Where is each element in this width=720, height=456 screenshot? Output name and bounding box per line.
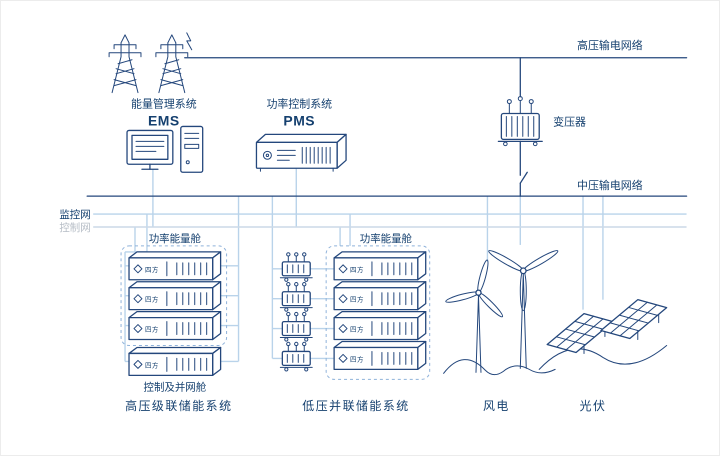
container-brand: 四方 bbox=[145, 325, 159, 334]
pms-abbr: PMS bbox=[283, 112, 315, 128]
transformer-feeder-line bbox=[519, 57, 528, 197]
storage-container bbox=[128, 281, 222, 311]
container-brand: 四方 bbox=[350, 295, 364, 304]
container-brand: 四方 bbox=[350, 325, 364, 334]
transformer-label: 变压器 bbox=[553, 114, 586, 128]
lv-storage-containers: 四方 四方 四方 四方 bbox=[279, 251, 427, 372]
unit-transformer-icon bbox=[279, 281, 313, 312]
storage-container bbox=[333, 251, 427, 281]
hv-network-label: 高压输电网络 bbox=[577, 38, 643, 52]
control-grid-cabin-label: 控制及并网舱 bbox=[144, 380, 207, 393]
connector-lines bbox=[124, 168, 604, 363]
wind-label: 风电 bbox=[483, 399, 510, 413]
storage-container bbox=[128, 346, 222, 376]
container-brand: 四方 bbox=[145, 295, 159, 304]
pv-label: 光伏 bbox=[580, 399, 607, 413]
transformer-icon bbox=[497, 96, 543, 147]
control-net-label: 控制网 bbox=[59, 221, 90, 234]
wind-turbine-icon bbox=[443, 250, 559, 376]
ems-abbr: EMS bbox=[148, 112, 180, 128]
monitor-net-label: 监控网 bbox=[59, 208, 90, 221]
storage-container bbox=[333, 340, 427, 371]
container-brand: 四方 bbox=[350, 265, 364, 274]
wind-ground-line bbox=[443, 359, 556, 376]
hv-storage-containers: 四方 四方 四方 四方 bbox=[128, 251, 222, 376]
pv-ground-line bbox=[538, 344, 668, 370]
unit-transformer-icon bbox=[279, 341, 313, 372]
pms-icon bbox=[255, 133, 347, 172]
transmission-tower-icon bbox=[108, 32, 193, 94]
container-brand: 四方 bbox=[145, 360, 159, 369]
lv-power-cabin-label: 功率能量舱 bbox=[360, 232, 413, 245]
pms-title: 功率控制系统 bbox=[266, 97, 332, 111]
storage-container bbox=[333, 310, 427, 341]
ems-icon bbox=[126, 125, 204, 173]
storage-container bbox=[128, 251, 222, 281]
lv-cabin-dashed-box bbox=[325, 245, 431, 380]
lv-storage-system-label: 低压并联储能系统 bbox=[302, 398, 409, 413]
mv-network-label: 中压输电网络 bbox=[577, 178, 643, 192]
storage-container bbox=[333, 281, 427, 311]
storage-container bbox=[128, 310, 222, 341]
unit-transformer-icon bbox=[279, 252, 313, 283]
solar-panel-icon bbox=[538, 299, 668, 370]
ems-title: 能量管理系统 bbox=[131, 97, 197, 111]
container-brand: 四方 bbox=[350, 354, 364, 363]
container-brand: 四方 bbox=[145, 265, 159, 274]
unit-transformer-icon bbox=[279, 311, 313, 342]
hv-power-cabin-label: 功率能量舱 bbox=[149, 232, 202, 245]
hv-storage-system-label: 高压级联储能系统 bbox=[125, 398, 232, 413]
hv-cabin-dashed-box bbox=[120, 245, 228, 346]
